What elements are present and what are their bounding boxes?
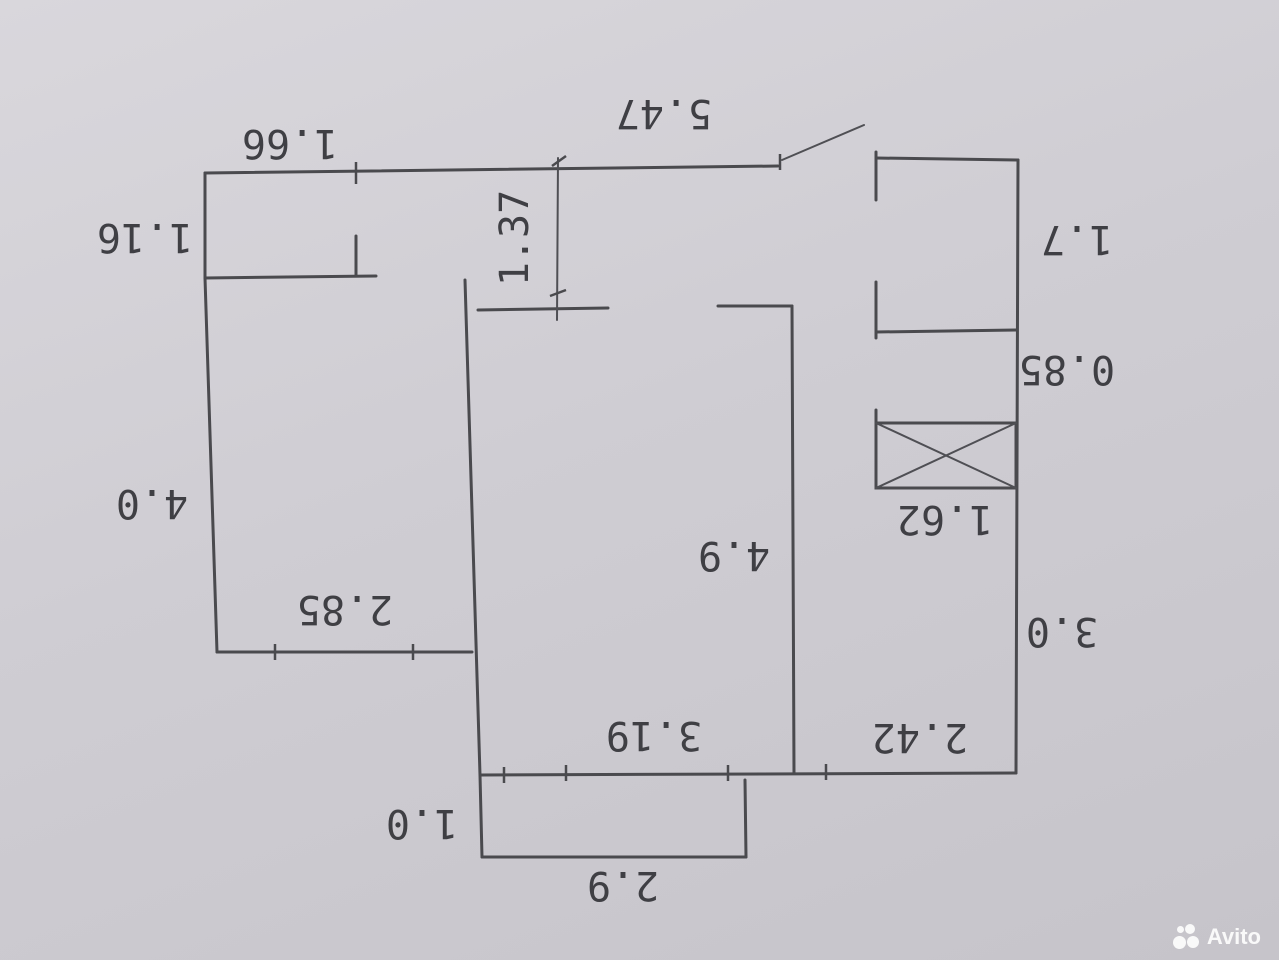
door-swing: [781, 124, 865, 161]
ventilation-shaft: [874, 421, 1018, 490]
dim-inner-notch: 1.37: [492, 190, 538, 286]
dim-right-mid: 0.85: [1019, 346, 1115, 392]
avito-watermark: Avito: [1172, 924, 1261, 950]
left-room-walls: [203, 164, 780, 654]
dim-center-height: 4.9: [698, 532, 770, 578]
dim-right-top: 1.7: [1041, 216, 1113, 262]
dim-balcony-height: 1.0: [386, 800, 458, 846]
dim-shaft-width: 1.62: [897, 496, 993, 542]
dim-center-bottom: 3.19: [606, 712, 702, 758]
dim-balcony-width: 2.9: [587, 862, 659, 908]
avito-brand-text: Avito: [1206, 924, 1261, 949]
dim-top-wall: 5.47: [616, 90, 712, 136]
center-room-walls: [463, 157, 1018, 777]
right-room-walls: [874, 150, 1020, 775]
dim-right-bottom-width: 2.42: [872, 714, 968, 760]
balcony-walls: [478, 773, 748, 859]
dim-left-bottom: 2.85: [297, 586, 393, 632]
dimension-ticks: [273, 154, 828, 783]
dim-left-short: 1.16: [97, 214, 193, 260]
dim-top-left: 1.66: [242, 120, 338, 166]
dim-right-bottom-height: 3.0: [1026, 608, 1098, 654]
dim-left-long: 4.0: [116, 480, 188, 526]
avito-logo-icon: [1172, 924, 1201, 950]
